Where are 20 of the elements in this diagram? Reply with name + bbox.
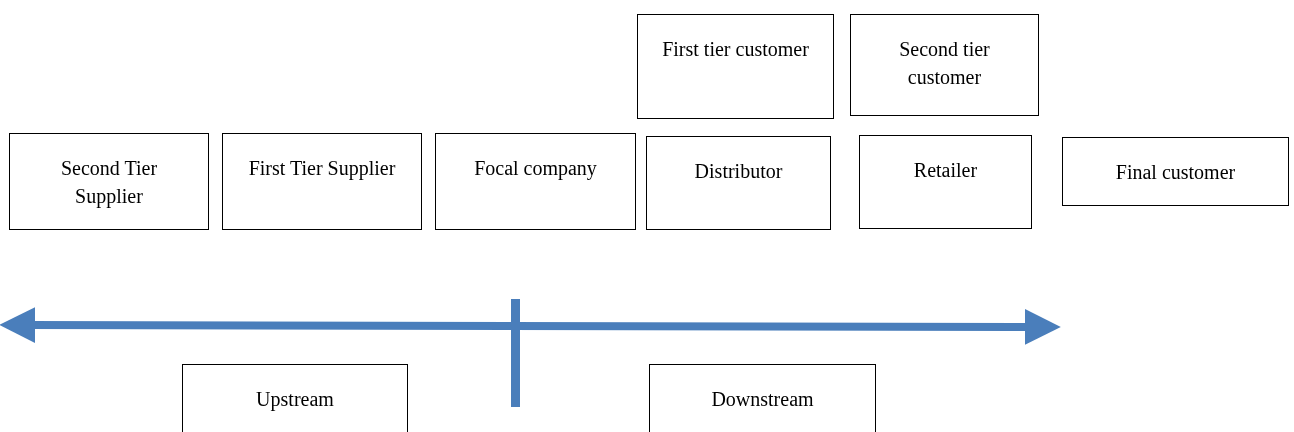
box-label: First tier customer [662,37,809,62]
box-label: Downstream [711,387,814,412]
process-box [222,133,422,230]
process-box [9,133,209,230]
box-label: Focal company [474,156,597,182]
box-label: Final customer [1115,160,1236,185]
process-box [850,14,1039,116]
process-box [182,364,408,432]
process-box [637,14,834,119]
box-label: Second tier customer [898,37,991,90]
process-box [649,364,876,432]
process-box [435,133,636,230]
box-label: First Tier Supplier [248,156,396,182]
box-label: Retailer [913,158,978,183]
box-label: Upstream [256,387,334,413]
process-box [859,135,1032,229]
process-box [1062,137,1289,206]
box-label: Distributor [694,159,783,184]
process-box [646,136,831,230]
box-label: Second Tier Supplier [59,156,159,210]
